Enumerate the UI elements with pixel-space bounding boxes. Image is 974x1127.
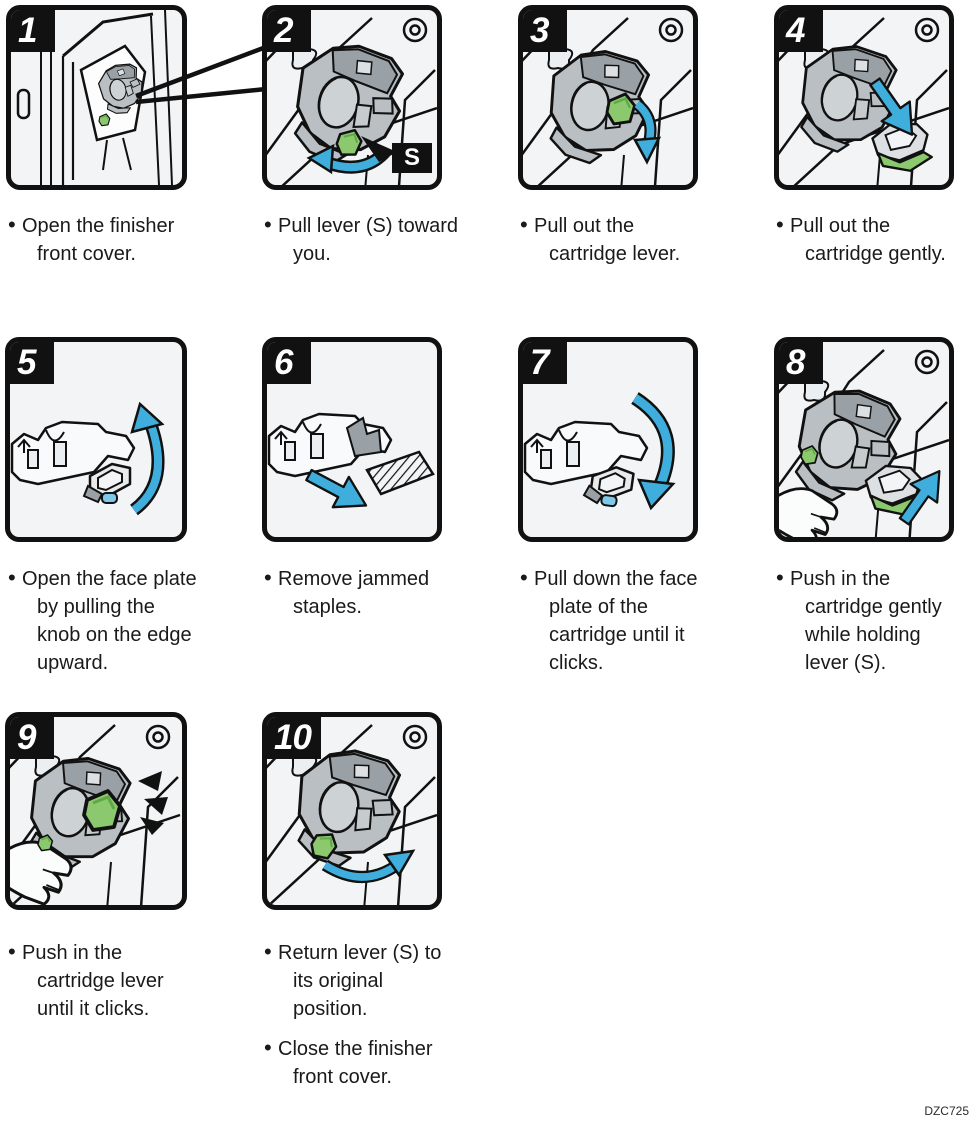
step-number: 6: [274, 343, 293, 382]
step-2-panel: S 2: [262, 5, 442, 190]
step-8-panel: 8: [774, 337, 954, 542]
bullet-icon: •: [264, 939, 272, 964]
bullet-icon: •: [8, 565, 16, 590]
pusher-arm: [345, 416, 383, 458]
step-6-panel: 6: [262, 337, 442, 542]
step-2-number-badge: 2: [267, 10, 311, 52]
bullet-icon: •: [776, 212, 784, 237]
bullet-icon: •: [264, 212, 272, 237]
curved-cyan-arrow-up-icon: [129, 401, 165, 516]
step-8-number-badge: 8: [779, 342, 823, 384]
step-number: 2: [274, 11, 293, 50]
curved-cyan-arrow-down-icon: [631, 392, 676, 511]
bullet-icon: •: [264, 1035, 272, 1060]
click-marks-icon: [138, 771, 168, 835]
step-1-number-badge: 1: [11, 10, 55, 52]
step-1-panel: 1: [6, 5, 187, 190]
s-label: S: [403, 144, 420, 171]
step-number: 7: [530, 343, 549, 382]
step-4-number-badge: 4: [779, 10, 823, 52]
step-7-number-badge: 7: [523, 342, 567, 384]
step-9-number-badge: 9: [10, 717, 54, 759]
step-7-panel: 7: [518, 337, 698, 542]
step-number: 4: [786, 11, 805, 50]
step-5-number-badge: 5: [10, 342, 54, 384]
document-code: DZC725: [924, 1104, 969, 1118]
s-badge-pointer: [361, 136, 397, 162]
step-10-panel: 10: [262, 712, 442, 910]
step-5-panel: 5: [5, 337, 187, 542]
bullet-icon: •: [264, 565, 272, 590]
step-10-illustration: [267, 723, 437, 905]
step-3-panel: 3: [518, 5, 698, 190]
step-4-panel: 4: [774, 5, 954, 190]
bullet-icon: •: [8, 939, 16, 964]
curved-cyan-arrow-right-icon: [321, 849, 416, 883]
door-handle: [16, 88, 31, 120]
step-5-illustration: [10, 401, 165, 516]
step-number: 8: [786, 343, 805, 382]
step-number: 9: [17, 718, 36, 757]
cyan-block-arrow-down-right-icon: [299, 458, 376, 522]
step-6-illustration: [267, 412, 435, 522]
bullet-icon: •: [8, 212, 16, 237]
step-3-number-badge: 3: [523, 10, 567, 52]
step-number: 5: [17, 343, 36, 382]
step-6-number-badge: 6: [267, 342, 311, 384]
curved-cyan-arrow-down-icon: [632, 99, 662, 165]
bullet-icon: •: [776, 565, 784, 590]
step-9-panel: 9: [5, 712, 187, 910]
step-10-number-badge: 10: [267, 717, 321, 759]
step-3-illustration: [523, 16, 693, 185]
step-1-illustration: [16, 10, 173, 185]
step-number: 3: [530, 11, 549, 50]
step-7-illustration: [523, 392, 676, 511]
step-2-illustration: [267, 16, 437, 185]
step-number: 1: [18, 11, 37, 50]
step-9-illustration: [10, 723, 182, 905]
s-label-badge: S: [392, 143, 432, 173]
jammed-staples: [365, 450, 435, 496]
bullet-icon: •: [520, 565, 528, 590]
bullet-icon: •: [520, 212, 528, 237]
step-number: 10: [274, 718, 312, 757]
